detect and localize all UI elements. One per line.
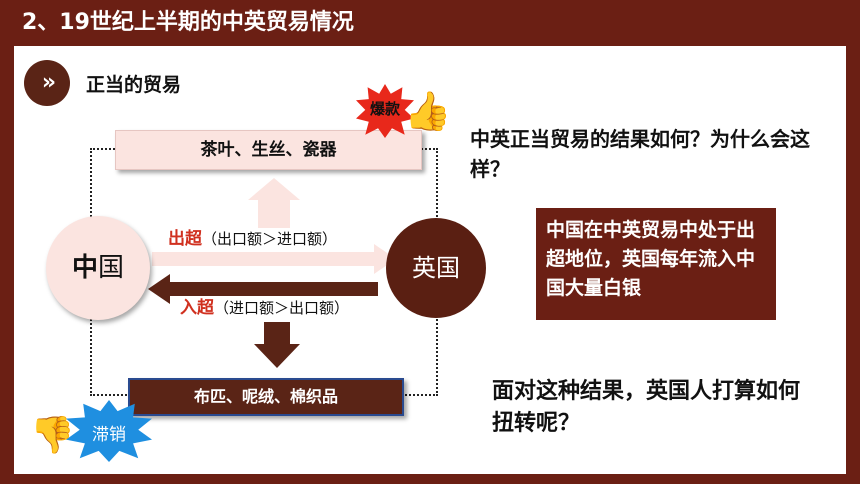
down-arrow-icon (264, 322, 290, 344)
down-arrow-head (254, 344, 300, 368)
section-label: 正当的贸易 (86, 74, 182, 96)
china-suffix: 国 (98, 253, 125, 283)
export-surplus-label: 出超（出口额＞进口额） (168, 224, 337, 249)
uk-export-goods: 布匹、呢绒、棉织品 (128, 378, 404, 416)
question-result: 中英正当贸易的结果如何？为什么会这样？ (470, 127, 810, 181)
right-border (846, 0, 860, 484)
question-britain: 面对这种结果，英国人打算如何扭转呢？ (492, 379, 801, 436)
import-surplus-label: 入超（进口额＞出口额） (180, 293, 349, 318)
uk-node: 英国 (386, 218, 486, 318)
page-title: 2、19世纪上半期的中英贸易情况 (22, 10, 354, 35)
left-border (0, 0, 14, 484)
export-surplus-key: 出超 (168, 229, 202, 249)
title-bar: 2、19世纪上半期的中英贸易情况 (0, 0, 860, 46)
import-surplus-key: 入超 (180, 298, 214, 318)
hot-badge: 爆款 (369, 100, 400, 118)
china-prefix: 中 (71, 253, 98, 283)
import-surplus-note: （进口额＞出口额） (214, 299, 350, 317)
corner-mark (818, 456, 838, 468)
answer-box: 中国在中英贸易中处于出超地位，英国每年流入中国大量白银 (536, 208, 776, 320)
up-arrow-icon (258, 198, 290, 228)
slow-badge: 滞销 (92, 425, 126, 445)
china-export-goods: 茶叶、生丝、瓷器 (115, 130, 422, 170)
china-node: 中国 (46, 216, 150, 320)
thumbs-up-icon: 👍 (404, 89, 452, 133)
arrow-left-head (148, 274, 170, 304)
arrow-uk-to-china (168, 282, 378, 296)
double-chevron-right-icon: ›› (24, 60, 70, 106)
export-surplus-note: （出口额＞进口额） (202, 230, 338, 248)
arrow-china-to-uk (152, 252, 380, 266)
bottom-border (0, 474, 860, 484)
up-arrow-head (248, 178, 300, 200)
thumbs-down-icon: 👎 (30, 415, 75, 456)
